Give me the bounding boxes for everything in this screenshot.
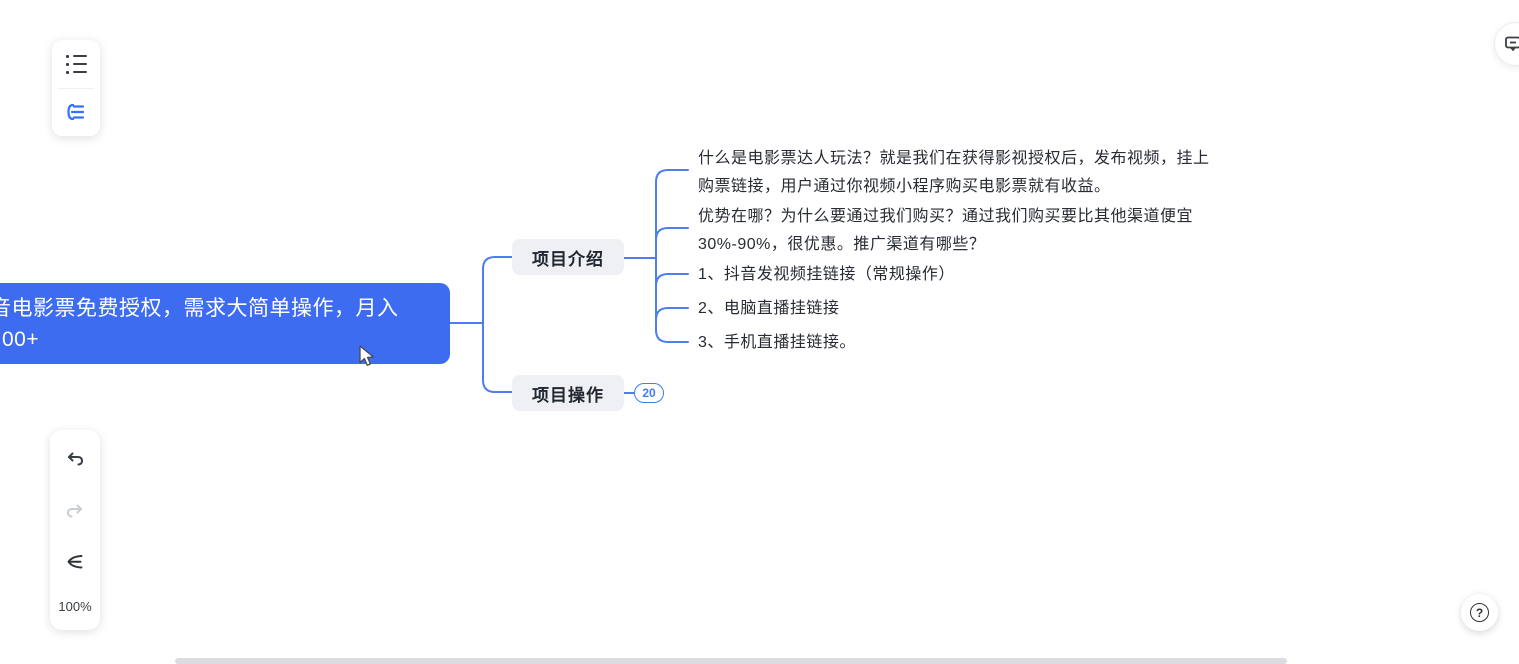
topic-advantage[interactable]: 优势在哪？为什么要通过我们购买？通过我们购买要比其他渠道便宜 30%-90%，很… [698,203,1193,259]
topic-channel-1[interactable]: 1、抖音发视频挂链接（常规操作） [698,264,955,286]
redo-icon [67,504,82,518]
mindmap-view-button[interactable] [52,88,100,136]
question-mark-icon: ? [1470,603,1489,622]
topic-what-is[interactable]: 什么是电影票达人玩法？就是我们在获得影视授权后，发布视频，挂上 购票链接，用户通… [698,145,1210,201]
toolbar-divider [58,88,94,89]
topic-line: 30%-90%，很优惠。推广渠道有哪些？ [698,236,986,253]
topic-channel-3[interactable]: 3、手机直播挂链接。 [698,332,856,354]
outline-list-icon [65,54,87,74]
undo-button[interactable] [60,444,90,474]
locate-root-button[interactable] [60,547,90,577]
topic-channel-2[interactable]: 2、电脑直播挂链接 [698,298,839,320]
feedback-comment-icon [1505,36,1519,51]
redo-button[interactable] [60,496,90,526]
root-topic-node[interactable]: 音电影票免费授权，需求大简单操作，月入 00+ [0,283,450,364]
horizontal-scrollbar[interactable] [175,658,1287,664]
collapsed-children-count-badge[interactable]: 20 [634,383,664,403]
help-button[interactable]: ? [1461,594,1498,631]
topic-line: 1、抖音发视频挂链接（常规操作） [698,266,955,283]
topic-line: 什么是电影票达人玩法？就是我们在获得影视授权后，发布视频，挂上 [698,150,1210,167]
view-mode-toolbar [52,40,100,136]
undo-icon [68,452,83,466]
zoom-level-label[interactable]: 100% [58,598,92,614]
branch-node-intro[interactable]: 项目介绍 [512,239,624,275]
branch-ops-label: 项目操作 [532,385,604,405]
topic-line: 3、手机直播挂链接。 [698,334,856,351]
outline-view-button[interactable] [52,40,100,88]
root-topic-text-line1: 音电影票免费授权，需求大简单操作，月入 [0,297,399,320]
badge-count: 20 [642,386,656,400]
history-zoom-toolbar: 100% [50,430,100,630]
topic-line: 优势在哪？为什么要通过我们购买？通过我们购买要比其他渠道便宜 [698,208,1194,225]
back-to-root-icon [67,555,83,569]
branch-node-operations[interactable]: 项目操作 [512,375,624,411]
mindmap-structure-icon [67,103,85,121]
root-topic-text-line2: 00+ [2,328,40,351]
topic-line: 购票链接，用户通过你视频小程序购买电影票就有收益。 [698,178,1111,195]
branch-intro-label: 项目介绍 [532,249,604,269]
feedback-button[interactable] [1494,22,1519,66]
topic-line: 2、电脑直播挂链接 [698,300,840,317]
